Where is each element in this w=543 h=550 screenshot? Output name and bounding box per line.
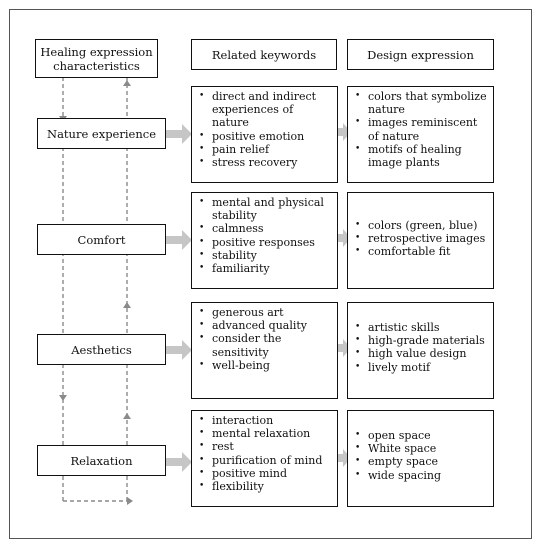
keyword-item: well-being [198, 359, 333, 372]
keyword-item: purification of mind [198, 454, 333, 467]
keyword-item: mental relaxation [198, 427, 333, 440]
figure-frame [9, 9, 532, 539]
design-item: images reminiscent of nature [354, 116, 489, 142]
header-keywords-label: Related keywords [211, 47, 317, 62]
design-box-comfort: colors (green, blue) retrospective image… [347, 192, 494, 289]
design-item: White space [354, 442, 489, 455]
design-item: wide spacing [354, 469, 489, 482]
design-box-nature: colors that symbolize nature images remi… [347, 86, 494, 183]
keyword-item: positive responses [198, 236, 333, 249]
design-box-aesthetics: artistic skills high-grade materials hig… [347, 302, 494, 399]
design-item: artistic skills [354, 321, 489, 334]
keyword-item: direct and indirect experiences of natur… [198, 90, 333, 130]
header-characteristics-label: Healing expression characteristics [40, 44, 153, 73]
keyword-item: interaction [198, 414, 333, 427]
keywords-box-nature: direct and indirect experiences of natur… [191, 86, 338, 183]
category-label: Aesthetics [71, 342, 132, 357]
design-item: high-grade materials [354, 334, 489, 347]
design-item: motifs of healing image plants [354, 143, 489, 169]
keyword-item: rest [198, 440, 333, 453]
header-keywords: Related keywords [191, 39, 337, 70]
design-item: high value design [354, 347, 489, 360]
category-label: Nature experience [47, 126, 156, 141]
keywords-box-aesthetics: generous art advanced quality consider t… [191, 302, 338, 399]
design-item: colors (green, blue) [354, 219, 489, 232]
keyword-item: mental and physical stability [198, 196, 333, 222]
keyword-item: generous art [198, 306, 333, 319]
category-box-comfort: Comfort [37, 224, 166, 255]
keyword-item: flexibility [198, 480, 333, 493]
design-box-relaxation: open space White space empty space wide … [347, 410, 494, 507]
keyword-item: pain relief [198, 143, 333, 156]
category-label: Comfort [77, 232, 126, 247]
keyword-item: positive mind [198, 467, 333, 480]
category-box-relaxation: Relaxation [37, 445, 166, 476]
flow-arrows [166, 123, 351, 472]
keyword-item: advanced quality [198, 319, 333, 332]
category-label: Relaxation [70, 453, 133, 468]
keyword-item: consider the sensitivity [198, 332, 333, 358]
design-item: empty space [354, 455, 489, 468]
design-item: retrospective images [354, 232, 489, 245]
header-characteristics: Healing expression characteristics [35, 39, 158, 78]
keyword-item: stability [198, 249, 333, 262]
design-item: lively motif [354, 361, 489, 374]
keywords-box-relaxation: interaction mental relaxation rest purif… [191, 410, 338, 507]
keyword-item: stress recovery [198, 156, 333, 169]
keyword-item: familiarity [198, 262, 333, 275]
design-item: comfortable fit [354, 245, 489, 258]
design-item: open space [354, 429, 489, 442]
category-box-nature: Nature experience [37, 118, 166, 149]
design-item: colors that symbolize nature [354, 90, 489, 116]
keywords-box-comfort: mental and physical stability calmness p… [191, 192, 338, 289]
header-design: Design expression [347, 39, 494, 70]
keyword-item: positive emotion [198, 130, 333, 143]
header-design-label: Design expression [367, 47, 474, 62]
category-box-aesthetics: Aesthetics [37, 334, 166, 365]
keyword-item: calmness [198, 222, 333, 235]
